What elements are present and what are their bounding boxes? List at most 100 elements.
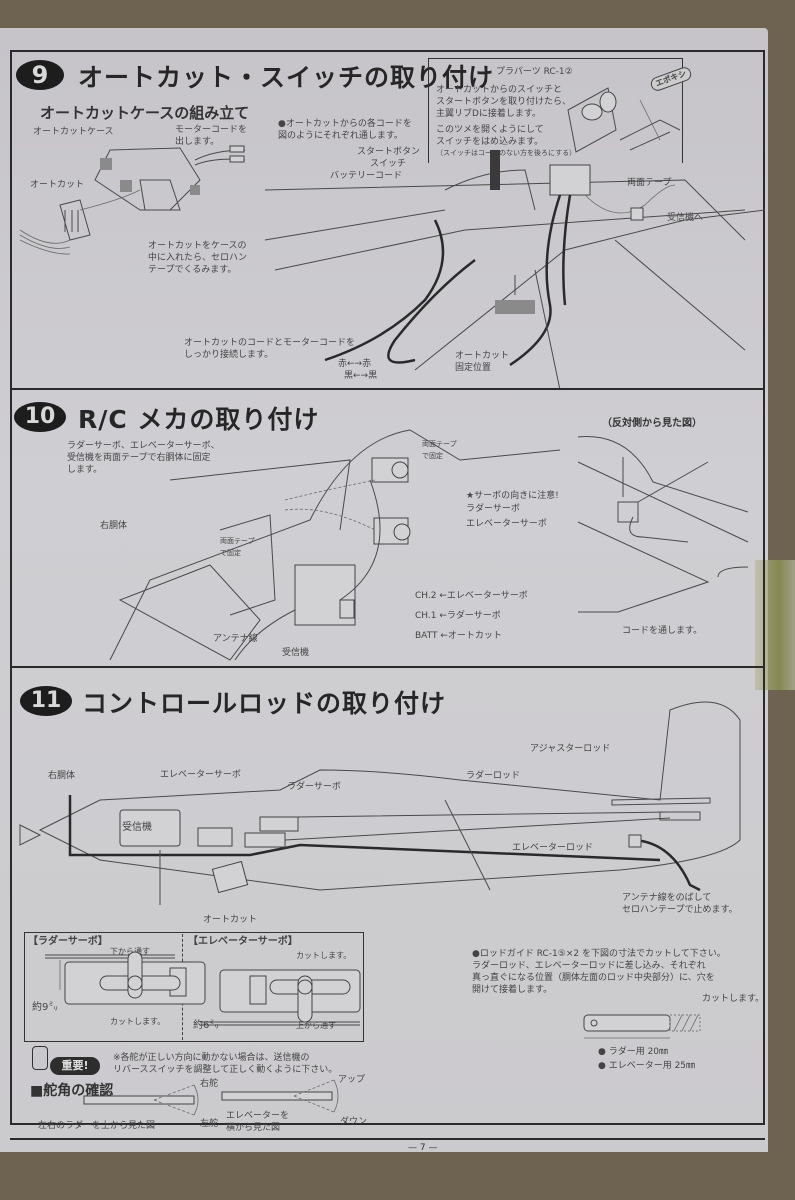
rudder-rod-label: ラダーロッド <box>466 771 521 781</box>
tape-fix-label-2: 両面テープ で固定 <box>220 535 255 559</box>
important-note-line: リバーススイッチを調整して正しく動くように下さい。 <box>113 1065 338 1075</box>
step-9-badge: 9 <box>16 60 64 90</box>
antenna-label: アンテナ線 <box>213 634 258 644</box>
motor-code-line: モーターコードを <box>175 125 248 135</box>
elevator-servo-label-11: エレベーターサーボ <box>160 770 241 780</box>
down-label: ダウン <box>340 1117 368 1127</box>
step-11-badge: 11 <box>20 686 72 716</box>
rudder-servo-label-11: ラダーサーボ <box>287 782 341 792</box>
step-10-note: ラダーサーボ、エレベーターサーボ、 受信機を両面テープで右胴体に固定 します。 <box>67 440 220 476</box>
elevator-rod-label: エレベーターロッド <box>512 843 594 853</box>
step-10-title: R/C メカの取り付け <box>78 405 320 434</box>
right-fuselage-label: 右胴体 <box>100 521 128 531</box>
rod-guide-note-line: 真っ直ぐになる位置（胴体左面のロッド中央部分）に、穴を <box>472 973 715 983</box>
control-angle-heading: ■舵角の確認 <box>30 1083 114 1099</box>
page-edge-stain <box>755 560 795 690</box>
connect-note-line: しっかり接続します。 <box>184 350 274 360</box>
rudder-view-label: 左右のラダーを上から見た図 <box>38 1121 156 1131</box>
autocut-position-label: オートカット 固定位置 <box>455 350 509 374</box>
start-button-label: スタートボタン <box>357 147 421 157</box>
pointing-hand-icon <box>32 1046 48 1070</box>
case-note-line: オートカットをケースの <box>148 241 247 251</box>
rod-guide-note-line: 開けて接着します。 <box>472 985 553 995</box>
right-rudder-label: 右舵 <box>200 1079 219 1089</box>
elevator-servo-label: エレベーターサーボ <box>466 519 547 529</box>
autocut-case-drawing <box>19 145 246 255</box>
tape-fix-line: 両面テープ <box>220 537 255 545</box>
important-badge: 重要! <box>50 1057 100 1075</box>
antenna-note-line: セロハンテープで止めます。 <box>622 905 738 915</box>
part-rc1-label: プラパーツ RC-1② <box>496 67 573 77</box>
control-rod-drawing <box>19 701 741 905</box>
antenna-note: アンテナ線をのばして セロハンテープで止めます。 <box>622 892 738 916</box>
case-note-line: テープでくるみます。 <box>148 265 237 275</box>
elevator-view-line: エレベーターを <box>226 1111 290 1121</box>
route-note-line: ●オートカットからの各コードを <box>278 119 412 129</box>
rudder-through-label: 下から通す <box>110 947 150 956</box>
page-number: — 7 — <box>408 1143 438 1153</box>
tape-fix-line: で固定 <box>422 452 443 460</box>
inset-note-1-line: スタートボタンを取り付けたら、 <box>436 97 572 107</box>
autocut-case-label: オートカットケース <box>33 127 114 137</box>
step-9-subtitle: オートカットケースの組み立て <box>40 104 250 122</box>
ch1-label: CH.1 ←ラダーサーボ <box>415 611 501 621</box>
tape-fix-line: 両面テープ <box>422 440 457 448</box>
rudder-dim-label: 約9㍉ <box>32 1002 59 1013</box>
switch-inset-box <box>428 58 683 163</box>
battery-code-label: バッテリーコード <box>330 171 403 181</box>
double-tape-label: 両面テープ <box>627 178 672 188</box>
rudder-length-label: ● ラダー用 20㎜ <box>598 1047 669 1057</box>
black-to-black-label: 黒←→黒 <box>344 371 378 381</box>
rod-guide-note-line: ラダーロッド、エレベーターロッドに差し込み、それぞれ <box>472 961 706 971</box>
rod-guide-note-line: ●ロッドガイド RC-1⑤×2 を下図の寸法でカットして下さい。 <box>472 949 726 959</box>
rod-guide-note: ●ロッドガイド RC-1⑤×2 を下図の寸法でカットして下さい。 ラダーロッド、… <box>472 948 726 996</box>
autocut-position-line: 固定位置 <box>455 363 492 373</box>
route-note-line: 図のようにそれぞれ通します。 <box>278 131 403 141</box>
rudder-servo-box-title: 【ラダーサーボ】 <box>28 936 108 947</box>
step-9-title: オートカット・スイッチの取り付け <box>78 63 495 92</box>
servo-horn-drawing <box>45 951 361 1026</box>
elevator-length-label: ● エレベーター用 25㎜ <box>598 1061 696 1071</box>
rudder-cut-label: カットします。 <box>110 1017 166 1026</box>
inset-note-2-line: このツメを開くようにして <box>436 125 544 135</box>
servo-horn-box <box>24 932 364 1042</box>
inset-note-2-line: スイッチをはめ込みます。 <box>436 137 544 147</box>
switch-mount-drawing <box>567 87 681 153</box>
step-10-badge: 10 <box>14 402 66 432</box>
rudder-servo-label: ラダーサーボ <box>466 504 520 514</box>
red-to-red-label: 赤←→赤 <box>338 359 372 369</box>
elevator-cut-label: カットします。 <box>296 951 352 960</box>
step-11-title: コントロールロッドの取り付け <box>82 689 447 718</box>
step-10-note-line: 受信機を両面テープで右胴体に固定 <box>67 453 211 463</box>
step-10-note-line: ラダーサーボ、エレベーターサーボ、 <box>67 441 220 451</box>
inset-note-1-line: オートカットからのスイッチと <box>436 85 563 95</box>
opposite-view-title: （反対側から見た図） <box>602 418 702 429</box>
batt-label: BATT ←オートカット <box>415 631 502 641</box>
inset-note-3: （スイッチはコードのない方を後ろにする） <box>436 149 577 157</box>
connect-note: オートカットのコードとモーターコードを しっかり接続します。 <box>184 337 355 361</box>
receiver-label-11: 受信機 <box>122 822 152 833</box>
inset-note-1-line: 主翼リブDに接着します。 <box>436 109 542 119</box>
motor-code-label: モーターコードを 出します。 <box>175 124 247 148</box>
elevator-view-line: 横から見た図 <box>226 1123 281 1133</box>
connect-note-line: オートカットのコードとモーターコードを <box>184 338 356 348</box>
autocut-label: オートカット <box>30 180 85 190</box>
autocut-label-11: オートカット <box>203 915 258 925</box>
route-note: ●オートカットからの各コードを 図のようにそれぞれ通します。 <box>278 118 412 142</box>
important-note: ※各舵が正しい方向に動かない場合は、送信機の リバーススイッチを調整して正しく動… <box>113 1052 337 1076</box>
fuselage-wiring-drawing <box>264 150 766 391</box>
switch-label: スイッチ <box>370 159 407 169</box>
to-receiver-label: 受信機へ <box>667 213 704 223</box>
ch2-label: CH.2 ←エレベーターサーボ <box>415 591 528 601</box>
autocut-position-line: オートカット <box>455 351 510 361</box>
inset-note-1: オートカットからのスイッチと スタートボタンを取り付けたら、 主翼リブDに接着し… <box>436 84 571 120</box>
rod-guide-drawing <box>583 1014 701 1039</box>
elevator-view-label: エレベーターを 横から見た図 <box>226 1110 289 1134</box>
servo-direction-warning: ★サーボの向きに注意! <box>466 491 559 501</box>
important-note-line: ※各舵が正しい方向に動かない場合は、送信機の <box>113 1053 310 1063</box>
up-label: アップ <box>338 1075 366 1085</box>
case-note-line: 中に入れたら、セロハン <box>148 253 248 263</box>
receiver-label: 受信機 <box>282 648 310 658</box>
code-through-label: コードを通します。 <box>622 626 703 636</box>
page-frame <box>10 50 765 1125</box>
